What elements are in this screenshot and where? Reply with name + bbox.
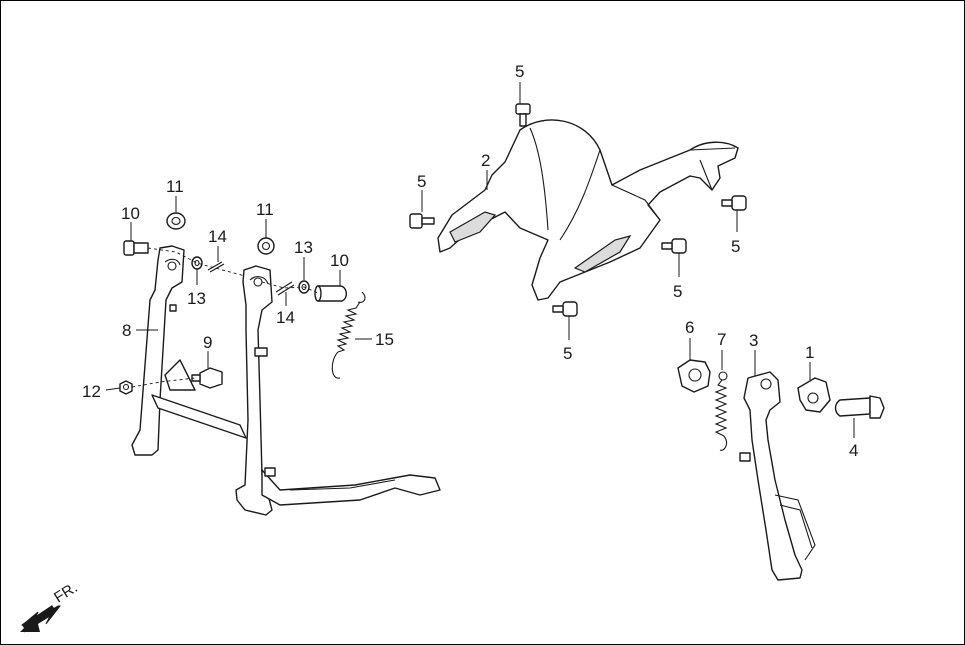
part-3-side-stand: [739, 371, 816, 581]
callout-10-left: 10: [121, 204, 140, 223]
callout-5-top: 5: [515, 62, 524, 81]
part-12-nut: [119, 380, 133, 395]
callout-13-right: 13: [294, 238, 313, 257]
part-14-cotter-pin-left: [207, 261, 225, 273]
part-8-center-stand: [131, 245, 441, 516]
part-13-washer-left: [191, 256, 203, 270]
callout-11-right: 11: [256, 200, 274, 219]
bolt-5-left: [409, 213, 435, 229]
part-2-fender-cover: [437, 119, 739, 301]
part-9-stopper: [191, 367, 223, 389]
callout-14-left: 14: [208, 227, 227, 246]
part-10-pin-right: [314, 285, 347, 302]
part-1-plate: [797, 377, 831, 413]
callout-9: 9: [203, 333, 212, 352]
callout-11-left: 11: [166, 177, 184, 196]
bolt-5-bottom: [552, 301, 578, 317]
part-10-pin-left: [123, 240, 149, 256]
part-11-bushing-left: [166, 212, 186, 230]
callout-13-left: 13: [187, 289, 206, 308]
callout-6: 6: [685, 318, 694, 337]
callout-5-mid-right: 5: [673, 282, 682, 301]
part-7-spring: [714, 371, 728, 451]
front-label: FR.: [51, 579, 81, 606]
part-4-bolt: [834, 395, 885, 419]
callout-4: 4: [849, 441, 858, 460]
callout-2: 2: [481, 151, 490, 170]
front-direction-indicator: FR.: [20, 579, 81, 633]
callout-5-left: 5: [417, 172, 426, 191]
callout-8: 8: [122, 321, 131, 340]
callout-3: 3: [749, 331, 758, 350]
bolt-5-mid-right: [661, 238, 687, 254]
callout-1: 1: [805, 343, 814, 362]
part-14-cotter-pin-right: [275, 281, 295, 296]
part-15-spring: [331, 291, 366, 379]
callout-5-right: 5: [731, 237, 740, 256]
callout-7: 7: [717, 330, 726, 349]
callout-5-bottom: 5: [563, 344, 572, 363]
part-5-bolts: [409, 103, 747, 317]
bolt-5-top: [515, 103, 531, 127]
callout-14-right: 14: [276, 308, 295, 327]
part-6-nut: [677, 359, 711, 393]
leader-lines: [105, 82, 855, 438]
callouts: 1 2 3 4 5 5 5 5 5 5 6 7 8 9 10 10 11 11 …: [82, 62, 858, 460]
callout-15: 15: [375, 330, 394, 349]
part-11-bushing-right: [257, 237, 275, 255]
callout-12: 12: [82, 382, 101, 401]
callout-10-right: 10: [330, 251, 349, 270]
bolt-5-right: [721, 195, 747, 211]
